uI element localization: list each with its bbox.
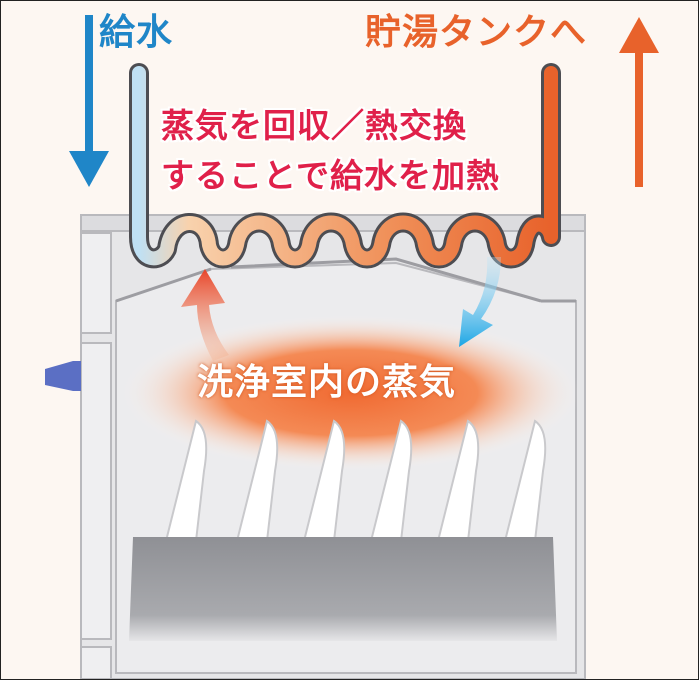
- caption-line-1: 蒸気を回収／熱交換: [161, 106, 467, 145]
- condensate-arrow: [459, 257, 501, 347]
- dishes: [164, 419, 547, 542]
- caption-line-2: することで給水を加熱: [161, 156, 501, 195]
- water-in-label: 給水: [99, 12, 174, 53]
- to-tank-label: 貯湯タンクへ: [365, 12, 588, 53]
- door-handle: [45, 361, 81, 391]
- arrow-up-icon: [619, 17, 659, 187]
- steam-rising-arrow: [181, 269, 229, 361]
- dish-tray: [129, 537, 557, 641]
- steam-label: 洗浄室内の蒸気: [197, 362, 457, 403]
- arrow-down-icon: [69, 15, 109, 187]
